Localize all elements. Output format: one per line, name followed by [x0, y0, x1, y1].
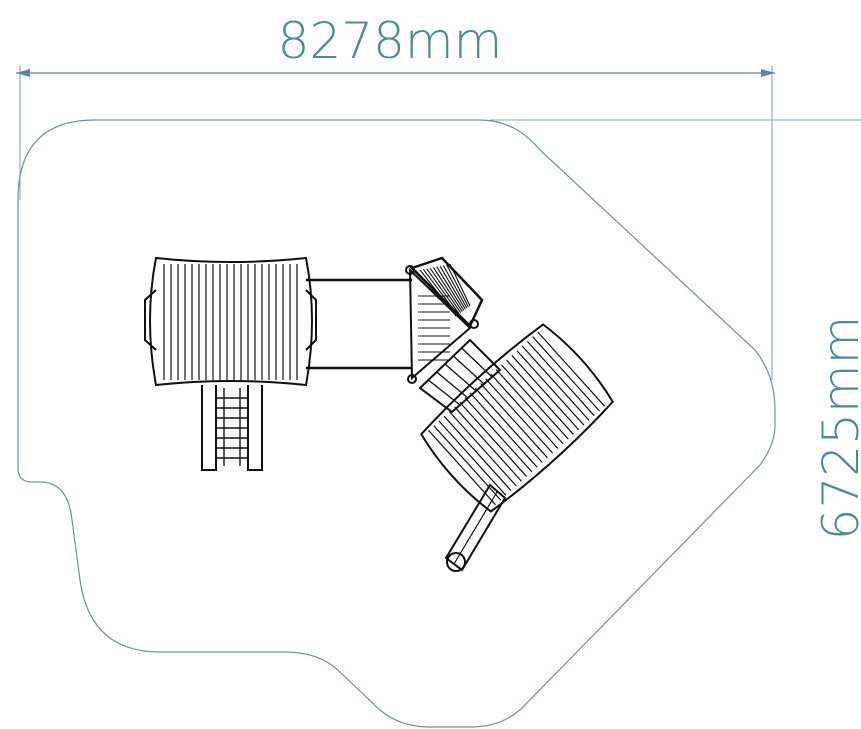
- deck-slat: [506, 359, 574, 435]
- connector-hatch: [418, 295, 450, 361]
- deck-slat: [428, 429, 496, 506]
- bridge-slat: [444, 363, 477, 392]
- deck-slat: [469, 392, 538, 468]
- roof-slat: [432, 267, 463, 312]
- deck-slat: [500, 364, 569, 440]
- slide-tube: [444, 483, 507, 572]
- deck-slat: [454, 406, 522, 482]
- deck-slat: [537, 331, 606, 407]
- roof-slat: [429, 267, 462, 313]
- bridge-slat: [427, 379, 461, 406]
- deck-slat: [495, 369, 564, 445]
- bridge-slat: [436, 371, 469, 399]
- roof-slat: [446, 264, 469, 308]
- deck-slat: [516, 350, 585, 426]
- deck-slat: [438, 420, 507, 496]
- width-dimension: 8278mm: [16, 12, 775, 380]
- right-deck-slats: [428, 331, 606, 506]
- diagonal-bridge: [418, 338, 502, 414]
- left-deck-slats: [163, 264, 298, 380]
- roof-slat: [422, 269, 458, 316]
- roof-slat: [449, 263, 471, 307]
- deck-slat: [485, 378, 554, 454]
- deck-slat: [474, 387, 543, 463]
- post-icon: [407, 374, 417, 384]
- diagonal-bridge-outline: [418, 338, 502, 414]
- left-tower-deck: [144, 256, 317, 387]
- deck-slat: [448, 411, 517, 487]
- connector-platform: [405, 256, 484, 384]
- connector-platform-outline: [408, 267, 472, 381]
- width-arrow-right-icon: [761, 69, 775, 77]
- slide-tube-center: [453, 491, 498, 565]
- deck-slat: [443, 415, 512, 492]
- left-deck-outline: [149, 256, 313, 387]
- left-deck-side-panel-left: [144, 289, 157, 351]
- deck-slat: [464, 397, 533, 473]
- left-deck-side-panel-right: [305, 289, 317, 351]
- right-deck-outline: [420, 323, 614, 513]
- deck-slat: [480, 383, 548, 459]
- ladder-rungs: [216, 388, 248, 466]
- roof-slat: [436, 266, 465, 311]
- post-icon: [469, 319, 479, 329]
- bridge-slat: [452, 355, 485, 385]
- deck-slat: [526, 340, 595, 417]
- bridge-slat: [461, 347, 493, 378]
- deck-slat: [532, 336, 600, 412]
- deck-slat: [511, 355, 580, 431]
- deck-slat: [521, 345, 590, 421]
- roof-slat: [442, 265, 468, 309]
- post-icon: [405, 265, 415, 275]
- deck-slat: [490, 373, 559, 449]
- roof-slat: [426, 268, 460, 315]
- slide-exit-icon: [446, 552, 466, 572]
- height-dimension: 6725mm: [490, 119, 861, 541]
- roof-slat: [439, 265, 466, 310]
- width-label: 8278mm: [278, 12, 503, 70]
- right-tower-deck: [420, 323, 614, 513]
- deck-slat: [459, 401, 528, 477]
- safety-area-outline: [17, 119, 776, 728]
- roof-panel: [409, 256, 484, 329]
- bridge: [306, 278, 412, 370]
- height-label: 6725mm: [812, 316, 861, 541]
- ladder: [201, 385, 263, 471]
- width-arrow-left-icon: [16, 69, 30, 77]
- roof-slat: [419, 269, 457, 317]
- roof-slats: [419, 263, 471, 317]
